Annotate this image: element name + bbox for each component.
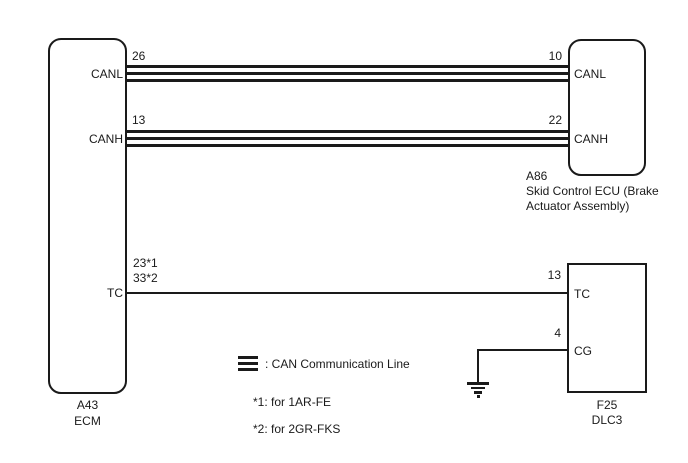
skid-name-line1: Skid Control ECU (Brake [526,184,659,198]
ecm-pin-canl-label: CANL [90,67,123,81]
skid-pin-canh-number: 22 [548,113,562,127]
canl-wire-line-middle [127,72,568,75]
dlc3-name: DLC3 [591,413,623,427]
dlc3-connector-box [567,263,647,393]
ecm-pin-canh-number: 13 [132,113,146,127]
skid-connector-id: A86 [526,169,548,183]
canh-wire-line-top [127,130,568,133]
skid-pin-canl-number: 10 [548,49,562,63]
canh-wire-line-bottom [127,144,568,147]
canl-wire-line-top [127,65,568,68]
skid-pin-canl-label: CANL [574,67,607,81]
can-line-legend-icon [238,356,258,371]
dlc3-pin-tc-label: TC [574,287,590,301]
canh-wire-line-middle [127,137,568,140]
ecm-pin-canh-label: CANH [88,132,123,146]
skid-pin-canh-label: CANH [574,132,609,146]
cg-wire-vertical [477,349,479,383]
canl-wire-line-bottom [127,79,568,82]
ecm-connector-box [48,38,127,394]
dlc3-connector-id: F25 [596,398,618,412]
ecm-pin-tc-number-note1: 23*1 [133,256,158,270]
ecm-connector-id: A43 [76,398,99,412]
legend-note-1: *1: for 1AR-FE [253,395,332,409]
dlc3-pin-tc-number: 13 [547,268,561,282]
skid-name-line2: Actuator Assembly) [526,199,630,213]
canl-wire-triple-line [127,65,568,82]
dlc3-pin-cg-label: CG [574,344,592,358]
dlc3-pin-cg-number: 4 [554,326,561,340]
ecm-pin-canl-number: 26 [132,49,146,63]
tc-wire [127,292,567,294]
canh-wire-triple-line [127,130,568,147]
cg-wire-horizontal [477,349,567,351]
legend-note-2: *2: for 2GR-FKS [253,422,341,436]
ecm-pin-tc-number-note2: 33*2 [133,271,158,285]
skid-control-ecu-connector-box [568,39,646,176]
can-line-legend-label: : CAN Communication Line [265,357,410,371]
ecm-pin-tc-label: TC [107,286,123,300]
ecm-name: ECM [74,414,101,428]
